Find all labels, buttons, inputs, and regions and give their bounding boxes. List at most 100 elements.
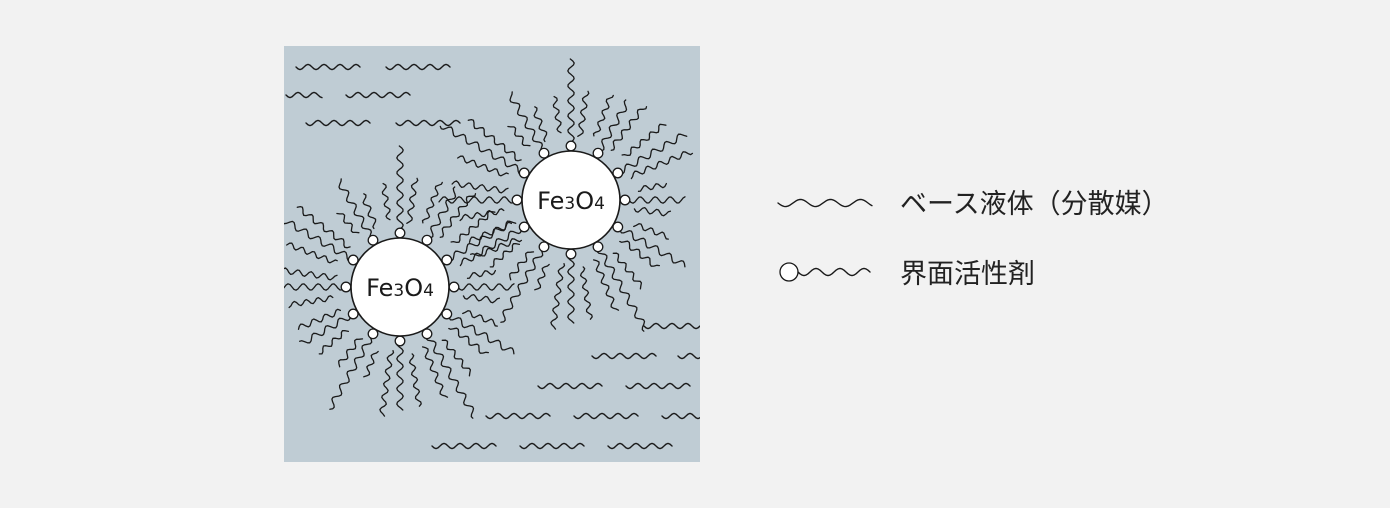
surfactant-tail <box>459 238 523 267</box>
surfactant-tail <box>381 182 391 221</box>
surfactant-tail <box>630 151 694 180</box>
surfactant-tail <box>448 317 515 355</box>
surfactant-tail <box>462 293 501 304</box>
surfactant-tail <box>284 220 349 262</box>
surfactant-tail <box>329 336 373 410</box>
surfactant-tail <box>628 196 686 204</box>
magnetite-core <box>521 150 621 250</box>
surfactant-tail <box>470 229 522 257</box>
base-liquid-molecule <box>345 91 411 99</box>
surfactant-tail <box>500 249 544 323</box>
surfactant-tail <box>579 266 593 320</box>
surfactant-tail <box>451 180 509 194</box>
surfactant-tail <box>286 242 338 264</box>
surfactant-tail <box>552 95 562 134</box>
surfactant-tail <box>448 327 490 354</box>
surfactant-head <box>367 328 379 340</box>
surfactant-tail <box>596 251 646 332</box>
surfactant-head <box>518 221 530 233</box>
surfactant-tail <box>567 257 575 324</box>
surfactant-tail <box>610 106 648 151</box>
surfactant-head <box>511 194 523 206</box>
base-liquid-molecule <box>643 322 700 330</box>
surfactant-head <box>592 147 604 159</box>
base-liquid-molecule <box>537 382 603 390</box>
surfactant-tail <box>466 269 497 279</box>
surfactant-tail <box>430 186 457 239</box>
surfactant-tail <box>467 118 522 162</box>
surfactant-heads <box>340 227 460 347</box>
surfactant-tail <box>362 193 377 230</box>
surfactant-head <box>518 167 530 179</box>
surfactant-tail <box>379 349 395 417</box>
base-liquid-molecule <box>431 442 497 450</box>
surfactant-tail <box>406 177 419 224</box>
surfactant-head <box>565 140 577 152</box>
surfactant-tail <box>297 308 342 330</box>
surfactant-tail <box>408 353 422 407</box>
surfactant-head <box>347 308 359 320</box>
surfactant-tail <box>592 94 614 137</box>
surfactant-head <box>565 248 577 260</box>
surfactant-tails <box>284 145 523 419</box>
surfactant-heads <box>511 140 631 260</box>
surfactant-tail <box>462 310 498 327</box>
surfactant-tail <box>550 262 566 330</box>
surfactant-tail <box>459 208 505 222</box>
surfactant-tail <box>318 329 350 355</box>
surfactant-tail-icon <box>797 267 871 277</box>
surfactant-tail <box>439 125 520 175</box>
surfactant-tail <box>577 90 590 137</box>
surfactant-tail <box>438 196 514 204</box>
base-liquid-molecule <box>519 442 585 450</box>
surfactant-tail <box>296 205 351 249</box>
base-liquid-molecule <box>285 91 323 99</box>
surfactant-tail <box>534 263 550 291</box>
surfactant-tail <box>468 221 513 243</box>
surfactant-tail <box>288 295 334 309</box>
surfactant-tail <box>619 230 686 268</box>
legend-label-surfactant: 界面活性剤 <box>900 259 1035 290</box>
surfactant-head <box>441 308 453 320</box>
surfactant-tail <box>284 283 343 291</box>
surfactant-tail <box>509 251 535 281</box>
surfactant-tail <box>619 240 661 267</box>
surfactant-tail <box>621 123 667 157</box>
surfactant-tail <box>336 212 360 234</box>
magnetite-particle-right <box>438 58 694 332</box>
surfactant-tail <box>441 339 472 377</box>
surfactant-head <box>367 234 379 246</box>
surfactant-tail <box>601 99 628 152</box>
base-liquid-molecules <box>285 63 700 450</box>
base-liquid-molecule <box>661 412 700 420</box>
surfactant-head <box>612 167 624 179</box>
surfactant-tail <box>421 181 443 224</box>
base-liquid-molecule <box>573 412 639 420</box>
magnetite-particle-left <box>284 145 523 419</box>
particle-right-label: Fe3O4 <box>537 187 605 215</box>
surfactant-tail <box>457 283 515 291</box>
surfactant-tail <box>637 182 668 192</box>
surfactant-head-icon <box>779 262 799 282</box>
wavy-line-icon <box>777 198 873 208</box>
surfactant-head <box>538 147 550 159</box>
surfactant-tail <box>421 346 449 398</box>
base-liquid-area <box>284 46 700 462</box>
surfactant-tail <box>299 316 351 344</box>
surfactant-head <box>421 328 433 340</box>
surfactant-tail <box>396 145 404 230</box>
surfactant-tail <box>633 223 669 240</box>
base-liquid-molecule <box>385 63 451 71</box>
surfactant-head <box>612 221 624 233</box>
surfactant-head <box>448 281 460 293</box>
base-liquid-molecule <box>395 119 461 127</box>
base-liquid-molecule <box>677 352 700 360</box>
surfactant-head <box>592 241 604 253</box>
particle-left-label: Fe3O4 <box>366 274 434 302</box>
surfactant-tail <box>507 125 531 147</box>
surfactant-head <box>347 254 359 266</box>
surfactant-tail <box>622 133 688 175</box>
base-liquid-molecule <box>295 63 361 71</box>
surfactant-tail <box>338 178 372 239</box>
base-liquid-molecule <box>591 352 657 360</box>
